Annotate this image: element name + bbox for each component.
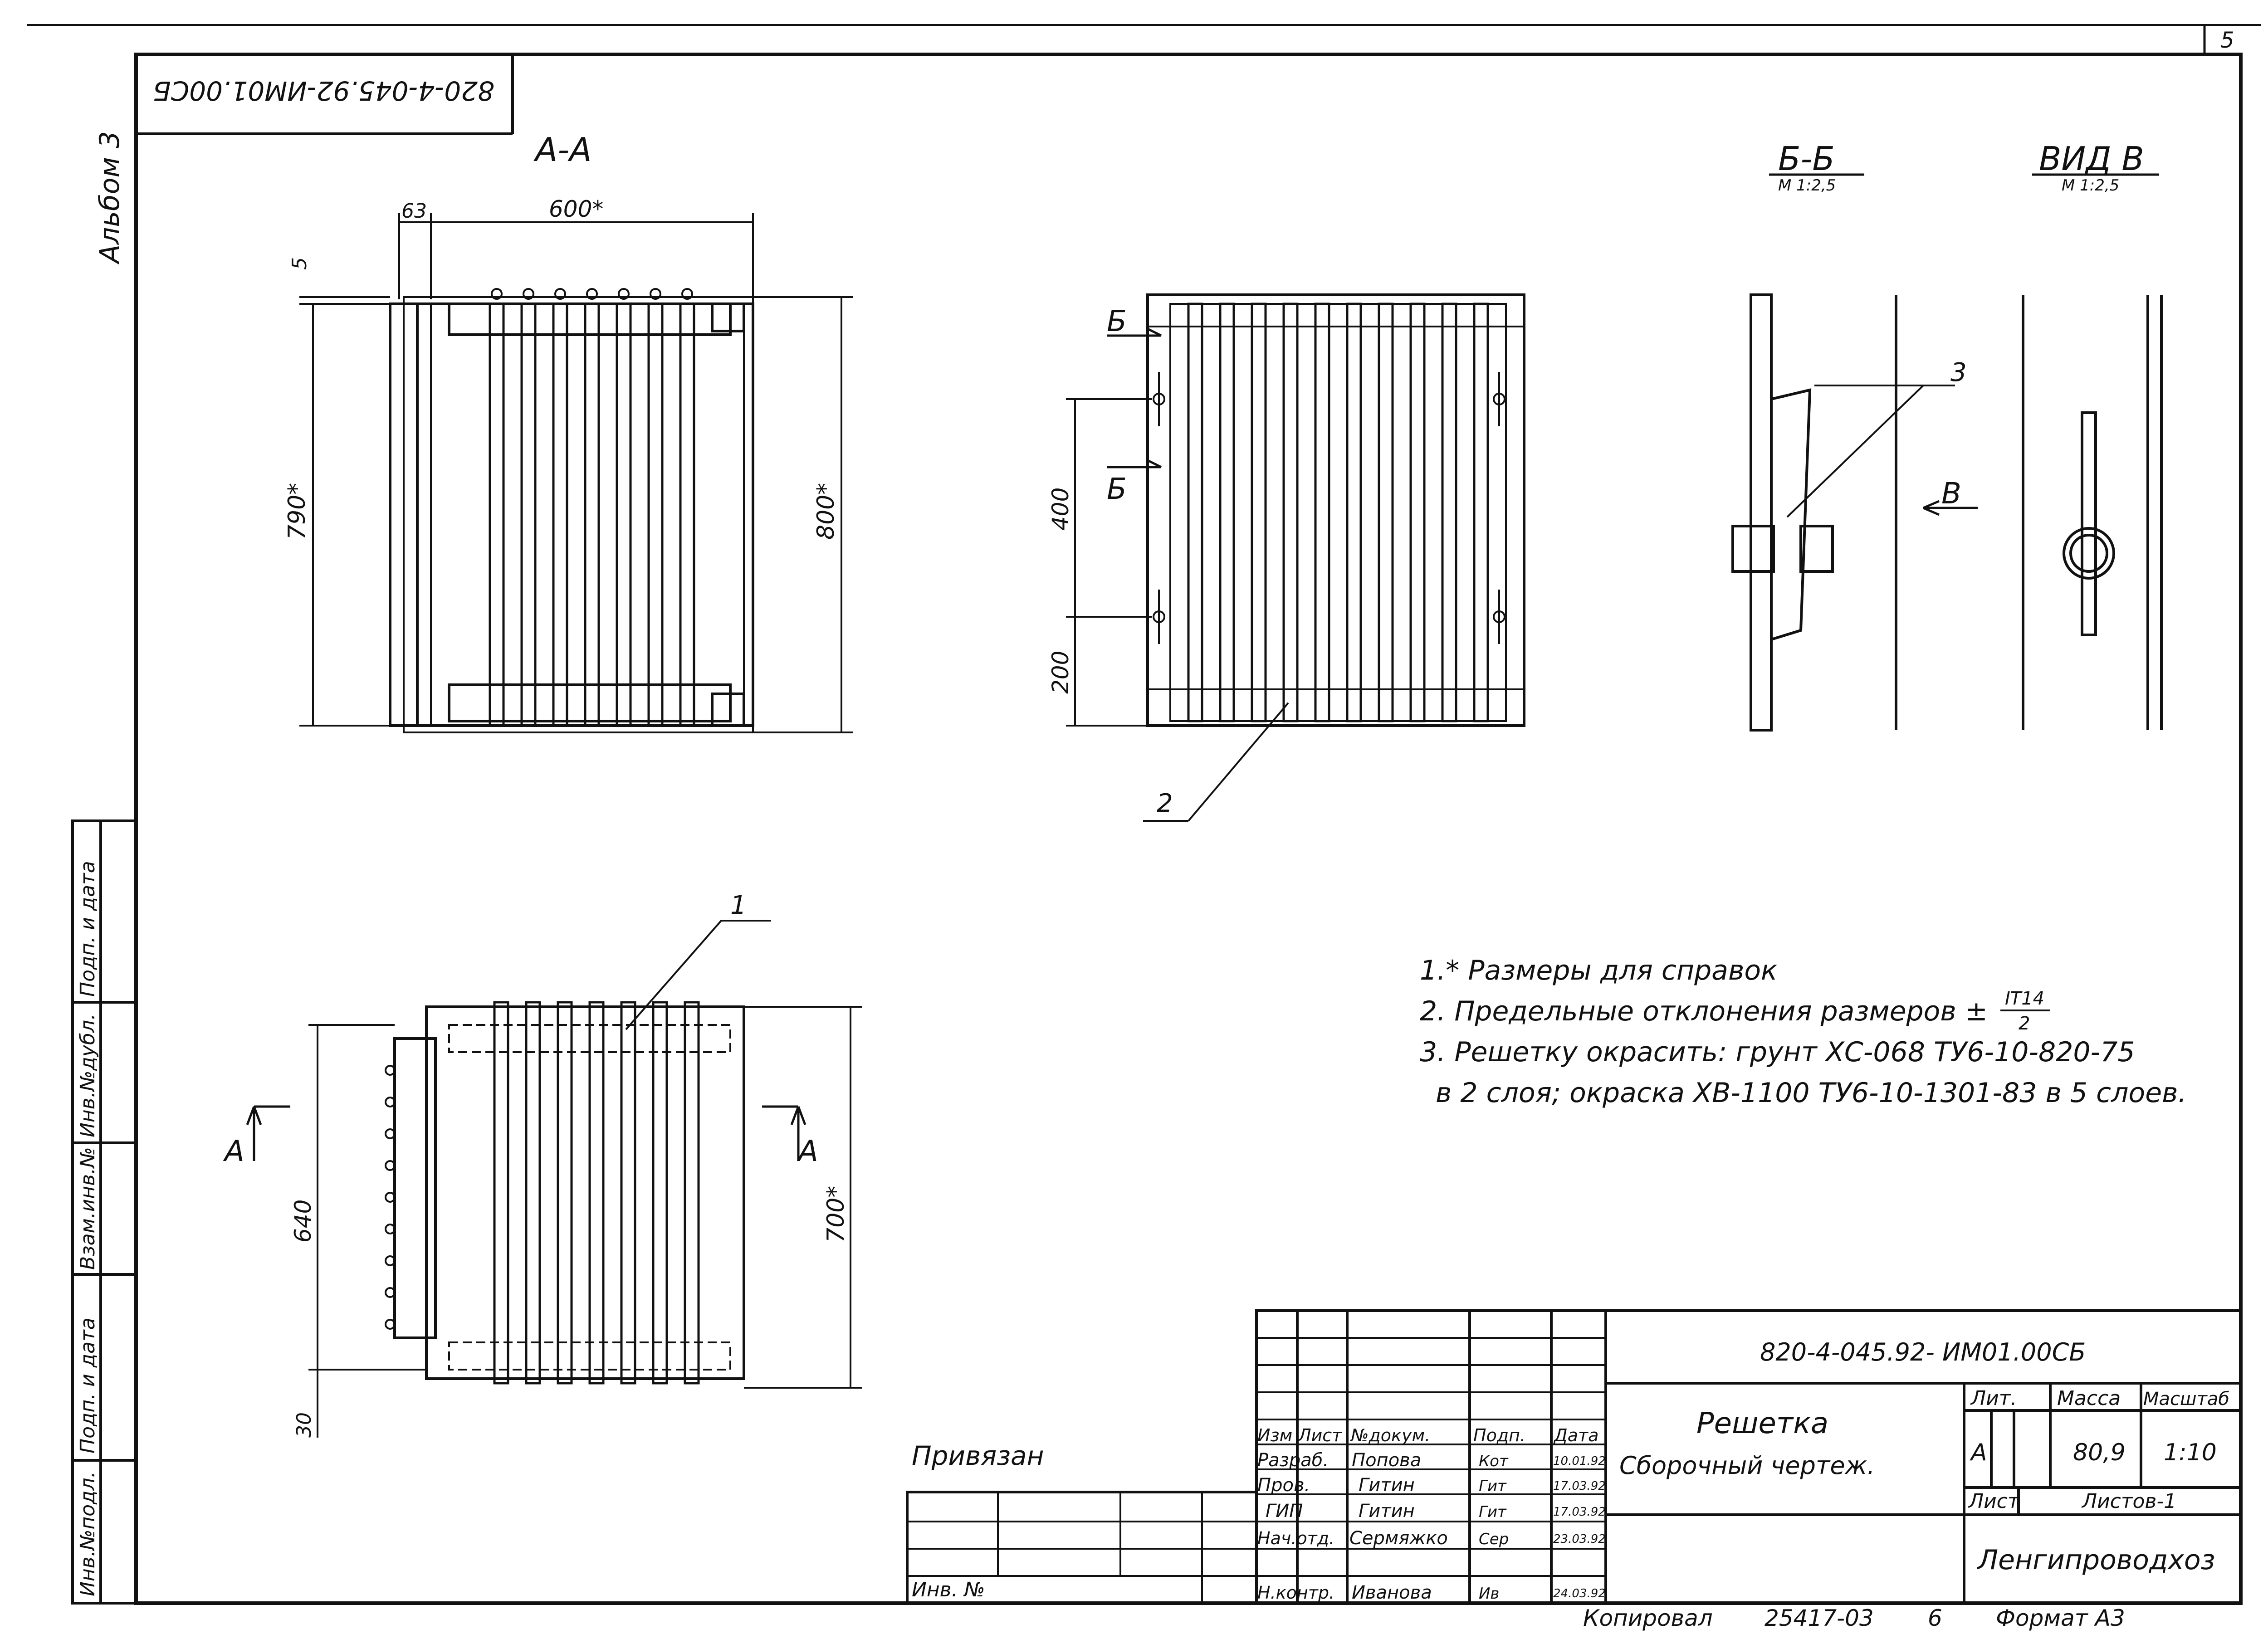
plan-view bbox=[246, 920, 862, 1438]
sheet-number: 5 bbox=[2220, 28, 2234, 53]
hdr-list: Лист bbox=[1297, 1425, 1343, 1445]
format-label: Формат А3 bbox=[1996, 1605, 2125, 1631]
row-name: Гитин bbox=[1359, 1475, 1415, 1496]
row-date: 10.01.92 bbox=[1553, 1454, 1606, 1468]
section-aa-title: А-А bbox=[533, 131, 592, 169]
sheet-frame bbox=[27, 24, 2261, 1605]
organization: Ленгипроводхоз bbox=[1977, 1544, 2215, 1576]
hdr-podp: Подп. bbox=[1473, 1425, 1525, 1445]
view-v-scale: М 1:2,5 bbox=[2062, 176, 2119, 195]
cut-a-right: А bbox=[797, 1135, 818, 1168]
left-strip bbox=[71, 819, 137, 1605]
tolerance-denominator: 2 bbox=[2019, 1013, 2030, 1034]
inv-no-label: Инв. № bbox=[912, 1578, 985, 1601]
row-name: Гитин bbox=[1359, 1501, 1415, 1522]
mass-label: Масса bbox=[2057, 1387, 2121, 1410]
strip-podp-data-2: Подп. и дата bbox=[76, 861, 99, 997]
section-bb-view bbox=[1731, 293, 1978, 732]
row-date: 24.03.92 bbox=[1553, 1587, 1606, 1600]
row-sign: Кот bbox=[1479, 1452, 1509, 1470]
arrow-v-label: В bbox=[1941, 477, 1961, 511]
section-aa-view bbox=[299, 213, 853, 733]
dim-63: 63 bbox=[401, 200, 427, 223]
dim-800: 800* bbox=[812, 483, 840, 540]
row-name: Попова bbox=[1352, 1450, 1421, 1471]
privyazan-label: Привязан bbox=[912, 1440, 1044, 1471]
row-role: ГИП bbox=[1266, 1501, 1303, 1522]
dim-400: 400 bbox=[1047, 488, 1074, 531]
callout-3: 3 bbox=[1950, 358, 1967, 387]
note-3: 3. Решетку окрасить: грунт ХС-068 ТУ6-10… bbox=[1420, 1036, 2135, 1068]
front-view bbox=[1066, 293, 1525, 822]
hdr-izm: Изм bbox=[1257, 1425, 1292, 1445]
strip-vzam-inv: Взам.инв.№ bbox=[76, 1147, 99, 1270]
row-role: Нач.отд. bbox=[1257, 1528, 1334, 1548]
row-name: Иванова bbox=[1352, 1582, 1432, 1603]
dim-640: 640 bbox=[290, 1200, 316, 1243]
sheets-label: Листов-1 bbox=[2081, 1490, 2176, 1513]
dim-200: 200 bbox=[1047, 651, 1074, 694]
lit-label: Лит. bbox=[1970, 1387, 2017, 1410]
cut-b-lower: Б bbox=[1107, 473, 1127, 506]
title-line-2: Сборочный чертеж. bbox=[1619, 1451, 1875, 1480]
view-v-title: ВИД В bbox=[2039, 140, 2144, 178]
row-name: Сермяжко bbox=[1349, 1528, 1448, 1549]
dim-700: 700* bbox=[822, 1186, 850, 1243]
note-1: 1.* Размеры для справок bbox=[1420, 955, 1777, 986]
copy-number: 25417-03 bbox=[1765, 1605, 1874, 1631]
row-sign: Гит bbox=[1479, 1503, 1507, 1521]
scale-value: 1:10 bbox=[2164, 1439, 2217, 1466]
dim-30: 30 bbox=[293, 1412, 316, 1438]
row-role: Разраб. bbox=[1257, 1450, 1329, 1471]
strip-inv-podl: Инв.№подл. bbox=[76, 1471, 99, 1596]
sheet-label: Лист bbox=[1968, 1490, 2020, 1513]
callout-1: 1 bbox=[730, 891, 747, 920]
row-sign: Гит bbox=[1479, 1477, 1507, 1495]
note-2: 2. Предельные отклонения размеров ± bbox=[1420, 995, 1988, 1027]
upside-stamp-code: 820-4-045.92-ИМ01.00СБ bbox=[153, 75, 494, 106]
row-date: 17.03.92 bbox=[1553, 1505, 1606, 1519]
scale-label: Масштаб bbox=[2143, 1389, 2229, 1410]
mass-value: 80,9 bbox=[2073, 1439, 2126, 1466]
row-date: 17.03.92 bbox=[1553, 1479, 1606, 1493]
row-sign: Ив bbox=[1479, 1585, 1499, 1603]
upside-stamp-box bbox=[136, 54, 514, 135]
view-v-view bbox=[2022, 295, 2163, 730]
copy-line: Копировал bbox=[1583, 1605, 1713, 1631]
hdr-data: Дата bbox=[1553, 1425, 1598, 1445]
album-label: Альбом 3 bbox=[94, 131, 126, 265]
title-line-1: Решетка bbox=[1696, 1407, 1828, 1440]
row-role: Н.контр. bbox=[1257, 1583, 1334, 1603]
section-bb-scale: М 1:2,5 bbox=[1778, 176, 1836, 195]
dim-790: 790* bbox=[284, 483, 311, 540]
lit-value: А bbox=[1970, 1439, 1987, 1466]
title-block-code: 820-4-045.92- ИМ01.00СБ bbox=[1760, 1338, 2086, 1366]
tolerance-numerator: IT14 bbox=[2005, 988, 2044, 1009]
dim-5: 5 bbox=[288, 257, 311, 270]
hdr-dokum: №докум. bbox=[1350, 1425, 1430, 1445]
strip-inv-dubl: Инв.№дубл. bbox=[76, 1014, 99, 1137]
strip-podp-data-1: Подп. и дата bbox=[76, 1317, 99, 1454]
row-date: 23.03.92 bbox=[1553, 1532, 1606, 1546]
copy-page: 6 bbox=[1928, 1605, 1942, 1631]
callout-2: 2 bbox=[1157, 789, 1173, 818]
dim-600: 600* bbox=[549, 196, 603, 222]
title-block-grid bbox=[906, 1309, 2242, 1605]
row-role: Пров. bbox=[1257, 1475, 1310, 1496]
cut-a-left: А bbox=[223, 1135, 244, 1168]
section-bb-title: Б-Б bbox=[1778, 140, 1835, 178]
note-3-cont: в 2 слоя; окраска ХВ-1100 ТУ6-10-1301-83… bbox=[1436, 1077, 2187, 1109]
row-sign: Сер bbox=[1479, 1530, 1509, 1548]
cut-b-upper: Б bbox=[1107, 305, 1127, 338]
